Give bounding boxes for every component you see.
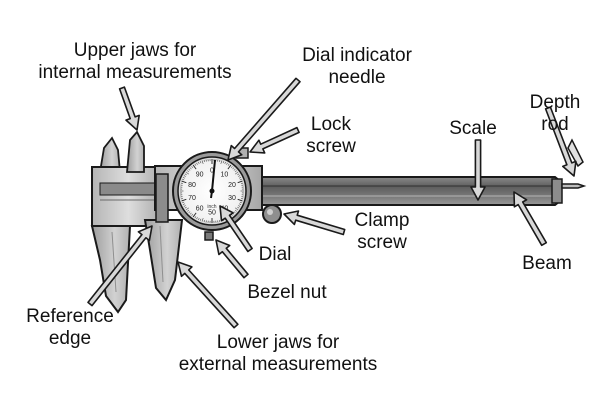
label-reference-edge: Reference edge bbox=[12, 306, 128, 350]
dial: 0102030405060708090 inch bbox=[173, 152, 251, 230]
dial-number: 20 bbox=[228, 182, 236, 189]
dial-number: 60 bbox=[196, 205, 204, 212]
clamp-screw bbox=[263, 205, 281, 223]
dial-unit-label: inch bbox=[207, 204, 216, 210]
dial-number: 80 bbox=[188, 182, 196, 189]
label-upper-jaws: Upper jaws for internal measurements bbox=[12, 40, 258, 84]
label-clamp-screw: Clamp screw bbox=[346, 210, 418, 254]
dial-number: 10 bbox=[220, 172, 228, 179]
dial-number: 50 bbox=[208, 210, 216, 217]
label-beam: Beam bbox=[514, 253, 580, 275]
label-dial: Dial bbox=[250, 244, 300, 266]
beam-end-cap bbox=[552, 179, 562, 203]
arrow-upper-jaws bbox=[120, 87, 140, 130]
dial-number: 90 bbox=[196, 172, 204, 179]
label-depth-rod: Depth rod bbox=[522, 92, 588, 136]
dial-number: 30 bbox=[228, 195, 236, 202]
dial-number: 70 bbox=[188, 195, 196, 202]
bezel-nut bbox=[205, 232, 213, 240]
arrow-lower-jaws bbox=[178, 262, 238, 328]
arrow-scale bbox=[471, 140, 485, 200]
label-lock-screw: Lock screw bbox=[298, 114, 364, 158]
arrow-clamp-screw bbox=[284, 211, 345, 235]
label-lower-jaws: Lower jaws for external measurements bbox=[150, 332, 406, 376]
label-bezel-nut: Bezel nut bbox=[234, 282, 340, 304]
label-dial-indicator-needle: Dial indicator needle bbox=[284, 45, 430, 89]
label-scale: Scale bbox=[440, 118, 506, 140]
